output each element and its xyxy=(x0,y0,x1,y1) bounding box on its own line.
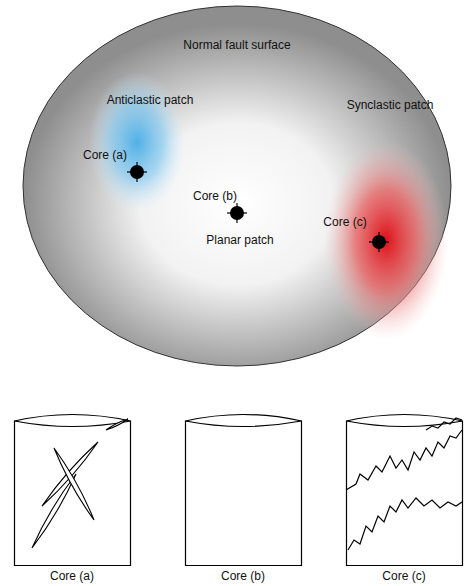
core-marker xyxy=(227,203,247,223)
core-label: Core (b) xyxy=(193,189,237,203)
region-label: Planar patch xyxy=(206,233,273,247)
core-sample-shape xyxy=(14,408,131,566)
synclastic-patch-shape xyxy=(300,90,450,335)
core-label: Core (a) xyxy=(50,569,94,583)
core-sample: Core (c) xyxy=(346,408,463,566)
core-label: Core (c) xyxy=(382,569,425,583)
fault-surface: Anticlastic patchCore (a) Synclastic patc… xyxy=(22,5,452,367)
core-sample: Core (b) xyxy=(185,408,302,566)
synclastic-patch: Synclastic patchCore (c) xyxy=(300,90,450,335)
core-marker xyxy=(369,232,389,252)
core-label: Core (b) xyxy=(221,569,265,583)
region-label: Normal fault surface xyxy=(183,38,290,52)
core-sample-shape xyxy=(185,408,302,566)
region-label: Synclastic patch xyxy=(347,98,434,112)
core-sample-shape xyxy=(346,408,463,566)
core-marker xyxy=(127,162,147,182)
region-label: Anticlastic patch xyxy=(107,93,194,107)
core-sample: Core (a) xyxy=(14,408,131,566)
core-label: Core (c) xyxy=(323,215,366,229)
core-label: Core (a) xyxy=(83,148,127,162)
